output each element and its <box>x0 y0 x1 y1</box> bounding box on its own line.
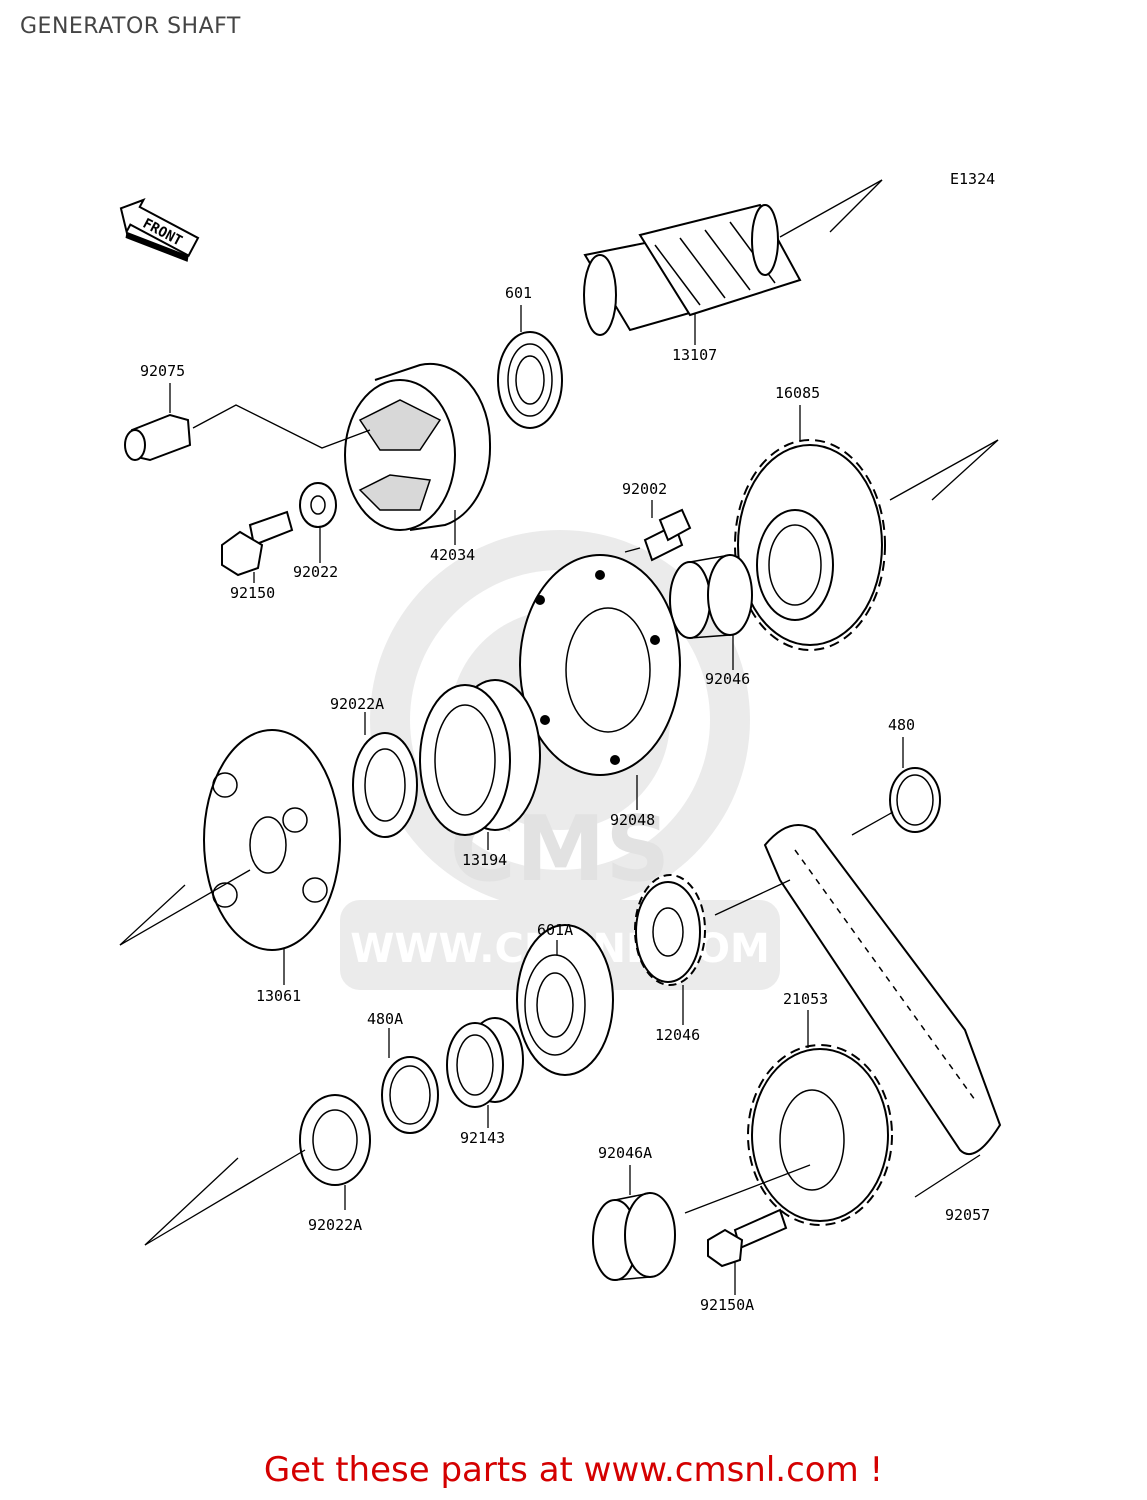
part-92046-bearing <box>669 554 753 639</box>
label-92022A: 92022A <box>330 695 384 713</box>
part-12046-sprocket <box>634 874 706 986</box>
page-title: GENERATOR SHAFT <box>20 14 241 39</box>
label-92022A-lower: 92022A <box>308 1216 362 1234</box>
part-92150-bolt <box>221 510 294 577</box>
label-92048: 92048 <box>610 811 655 829</box>
label-92150: 92150 <box>230 584 275 602</box>
label-16085: 16085 <box>775 384 820 402</box>
label-601: 601 <box>505 284 532 302</box>
label-13107: 13107 <box>672 346 717 364</box>
part-labels: 601 13107 92075 16085 92002 92022 42034 … <box>140 284 990 1314</box>
part-21053-sprocket <box>684 1044 893 1226</box>
label-92150A: 92150A <box>700 1296 754 1314</box>
part-480A-circlip <box>381 1056 439 1134</box>
part-92022A-washer-lower <box>144 1094 371 1246</box>
part-16085-gear <box>734 439 999 651</box>
label-21053: 21053 <box>783 990 828 1008</box>
part-601A-bearing <box>516 924 614 1076</box>
part-13061-hub <box>119 729 341 951</box>
part-13107-shaft <box>583 179 883 336</box>
label-92143: 92143 <box>460 1129 505 1147</box>
part-92022-washer <box>299 482 337 528</box>
label-92075: 92075 <box>140 362 185 380</box>
label-13194: 13194 <box>462 851 507 869</box>
label-480A: 480A <box>367 1010 403 1028</box>
part-92022A-washer <box>352 732 418 838</box>
part-92057-chain <box>714 824 1002 1198</box>
label-12046: 12046 <box>655 1026 700 1044</box>
part-480-circlip <box>851 767 941 836</box>
part-92143-collar <box>446 1017 524 1108</box>
label-92022: 92022 <box>293 563 338 581</box>
label-92046A: 92046A <box>598 1144 652 1162</box>
label-601A: 601A <box>537 921 573 939</box>
part-13194-clutch <box>419 679 541 836</box>
front-arrow: FRONT <box>119 198 200 262</box>
part-92075-pin <box>124 404 371 462</box>
cta-link[interactable]: Get these parts at www.cmsnl.com ! <box>263 1450 884 1490</box>
label-92046: 92046 <box>705 670 750 688</box>
diagram-code: E1324 <box>950 170 995 188</box>
part-42034-housing <box>344 362 492 531</box>
part-92002-screw <box>624 508 692 562</box>
label-13061: 13061 <box>256 987 301 1005</box>
label-42034: 42034 <box>430 546 475 564</box>
part-92048-plate <box>519 554 681 776</box>
part-92150A-bolt <box>707 1208 788 1268</box>
label-92002: 92002 <box>622 480 667 498</box>
part-601-bearing <box>497 331 563 429</box>
label-480: 480 <box>888 716 915 734</box>
exploded-parts-diagram: CMS WWW.CMSNL.COM E1324 FRONT <box>119 170 1002 1314</box>
leader-lines <box>169 305 904 1295</box>
part-92046A-bearing <box>592 1192 676 1281</box>
label-92057: 92057 <box>945 1206 990 1224</box>
